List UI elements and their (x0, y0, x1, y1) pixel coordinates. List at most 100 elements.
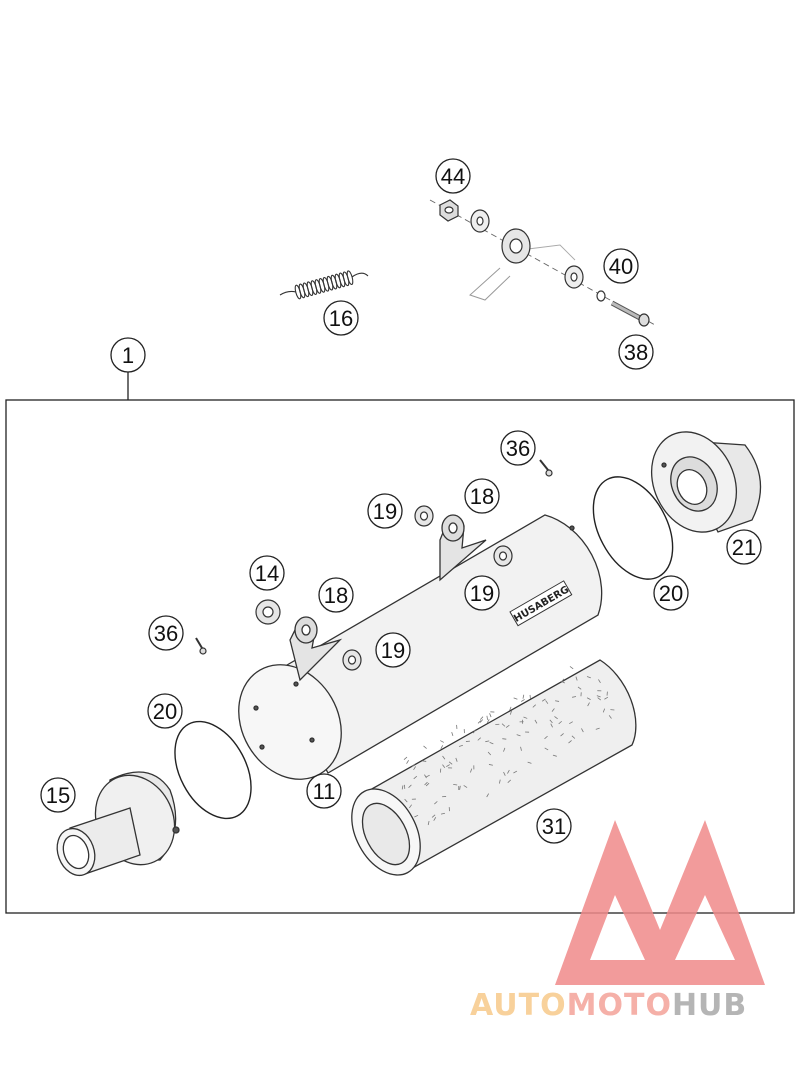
packing-speckle (586, 697, 591, 700)
spring-coil (338, 272, 346, 288)
muffler-grommets (255, 505, 513, 671)
callout-14: 14 (249, 555, 285, 591)
packing-speckle (560, 733, 564, 737)
svg-text:18: 18 (470, 484, 494, 509)
packing-speckle (499, 779, 501, 784)
packing-speckle (572, 696, 577, 698)
callout-19-left: 19 (375, 632, 411, 668)
packing-speckle (424, 774, 427, 779)
packing-speckle (453, 783, 458, 786)
packing-speckle (413, 766, 417, 771)
packing-speckle (507, 769, 510, 774)
spring-coil (306, 281, 314, 297)
svg-text:40: 40 (609, 254, 633, 279)
packing-speckle (489, 713, 492, 718)
callout-31: 31 (536, 808, 572, 844)
packing-speckle (442, 764, 446, 769)
packing-speckle (598, 679, 601, 684)
packing-speckle (549, 719, 553, 724)
packing-speckle (555, 700, 560, 702)
muffler-body (238, 514, 603, 780)
packing-speckle (604, 696, 609, 700)
callout-16: 16 (323, 300, 359, 336)
callout-1: 1 (110, 337, 146, 373)
callout-18-left: 18 (318, 577, 354, 613)
rivets (195, 459, 553, 655)
callout-19-mid: 19 (464, 575, 500, 611)
callout-19-top: 19 (367, 493, 403, 529)
spring-coil (334, 273, 342, 289)
packing-speckle (527, 761, 532, 764)
watermark-triangle-icon (555, 820, 765, 985)
packing-speckle (486, 793, 490, 798)
packing-speckle (551, 708, 555, 712)
packing-speckle (424, 781, 428, 786)
packing-speckle (521, 699, 525, 702)
packing-speckle (485, 740, 490, 743)
packing-speckle (472, 729, 476, 734)
callout-36-top: 36 (500, 430, 536, 466)
packing-speckle (577, 686, 582, 690)
packing-speckle (541, 698, 546, 702)
packing-speckle (425, 774, 430, 778)
spring-coil (318, 278, 326, 293)
packing-speckle (427, 820, 430, 826)
callout-20-right: 20 (653, 575, 689, 611)
svg-text:16: 16 (329, 306, 353, 331)
packing-speckle (568, 740, 572, 744)
packing-speckle (503, 771, 506, 776)
svg-text:19: 19 (470, 581, 494, 606)
packing-speckle (486, 715, 488, 720)
svg-text:36: 36 (506, 436, 530, 461)
callout-40: 40 (603, 248, 639, 284)
packing-speckle (522, 694, 525, 699)
packing-speckle (507, 779, 511, 783)
packing-speckle (448, 761, 453, 765)
packing-speckle (581, 728, 584, 733)
packing-speckle (516, 734, 521, 737)
packing-speckle (479, 719, 484, 723)
packing-speckle (422, 760, 427, 762)
svg-text:18: 18 (324, 583, 348, 608)
svg-text:15: 15 (46, 783, 70, 808)
packing-speckle (552, 754, 557, 757)
packing-speckle (575, 676, 578, 681)
assembly-frame (5, 399, 795, 914)
spring-coil (294, 284, 302, 300)
packing-speckle (561, 678, 565, 683)
watermark-logo: AUTOMOTOHUB (470, 820, 765, 1023)
packing-speckle (569, 721, 573, 725)
packing-sleeve (351, 659, 637, 876)
spring-coil (342, 271, 350, 287)
packing-speckle (545, 700, 549, 704)
packing-speckle (434, 801, 438, 805)
packing-speckle (544, 747, 549, 751)
packing-speckle (558, 720, 562, 725)
packing-speckle (509, 706, 512, 711)
packing-speckle (414, 814, 419, 818)
spring-coil (310, 280, 318, 295)
spring-coil (326, 275, 334, 291)
packing-speckle (569, 666, 574, 670)
packing-speckle (489, 741, 494, 745)
packing-speckle (532, 704, 537, 708)
packing-speckle (505, 724, 510, 728)
packing-speckle (425, 782, 430, 787)
svg-text:38: 38 (624, 340, 648, 365)
packing-speckle (433, 817, 437, 821)
packing-speckle (442, 755, 446, 760)
packing-speckle (408, 784, 412, 788)
svg-text:20: 20 (153, 699, 177, 724)
packing-speckle (413, 775, 418, 780)
packing-speckle (554, 716, 558, 720)
svg-text:21: 21 (732, 535, 756, 560)
packing-speckle (470, 768, 473, 773)
svg-text:19: 19 (373, 499, 397, 524)
packing-speckle (488, 764, 493, 766)
packing-speckle (431, 814, 436, 818)
callout-20-left: 20 (147, 693, 183, 729)
svg-text:1: 1 (122, 343, 134, 368)
packing-speckle (477, 720, 482, 724)
packing-speckle (459, 785, 461, 790)
